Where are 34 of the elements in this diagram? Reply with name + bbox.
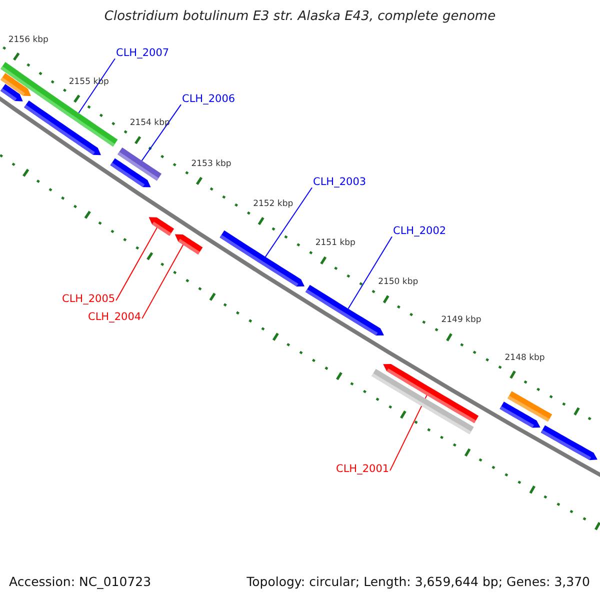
scale-label: 2153 kbp (191, 158, 232, 170)
gene-feature (148, 217, 174, 236)
gene-label: CLH_2006 (182, 93, 236, 106)
scale-label: 2148 kbp (504, 352, 545, 363)
gene-feature (24, 100, 101, 156)
leader-line (116, 227, 158, 302)
gene-label: CLH_2002 (393, 225, 446, 238)
leader-line (348, 236, 392, 310)
leader-line (142, 244, 184, 320)
leader-line (141, 104, 182, 162)
leader-line (264, 187, 312, 258)
gene-label: CLH_2001 (336, 463, 390, 476)
gene-label: CLH_2005 (62, 293, 116, 306)
gene-feature (305, 284, 384, 336)
gene-label: CLH_2004 (88, 311, 142, 324)
gene-feature (220, 230, 305, 286)
scale-label: 2150 kbp (378, 277, 418, 288)
leader-line (78, 58, 116, 114)
gene-feature (500, 402, 540, 428)
accession-text: Accession: NC_010723 (9, 574, 152, 589)
genome-summary: Topology: circular; Length: 3,659,644 bp; Genes: 3,370 (246, 574, 590, 589)
gene-label: CLH_2003 (313, 176, 366, 189)
gene-feature (174, 234, 203, 254)
scale-label: 2156 kbp (8, 34, 48, 45)
scale-label: 2152 kbp (253, 199, 294, 210)
gene-label: CLH_2007 (116, 47, 170, 60)
gene-feature (383, 364, 479, 424)
scale-label: 2151 kbp (315, 238, 356, 249)
gene-feature (0, 84, 23, 102)
scale-label: 2149 kbp (441, 315, 482, 326)
leader-line (390, 394, 428, 472)
title: Clostridium botulinum E3 str. Alaska E43, complete genome (103, 9, 497, 25)
gene-feature (110, 158, 151, 188)
gene-feature (540, 425, 598, 460)
